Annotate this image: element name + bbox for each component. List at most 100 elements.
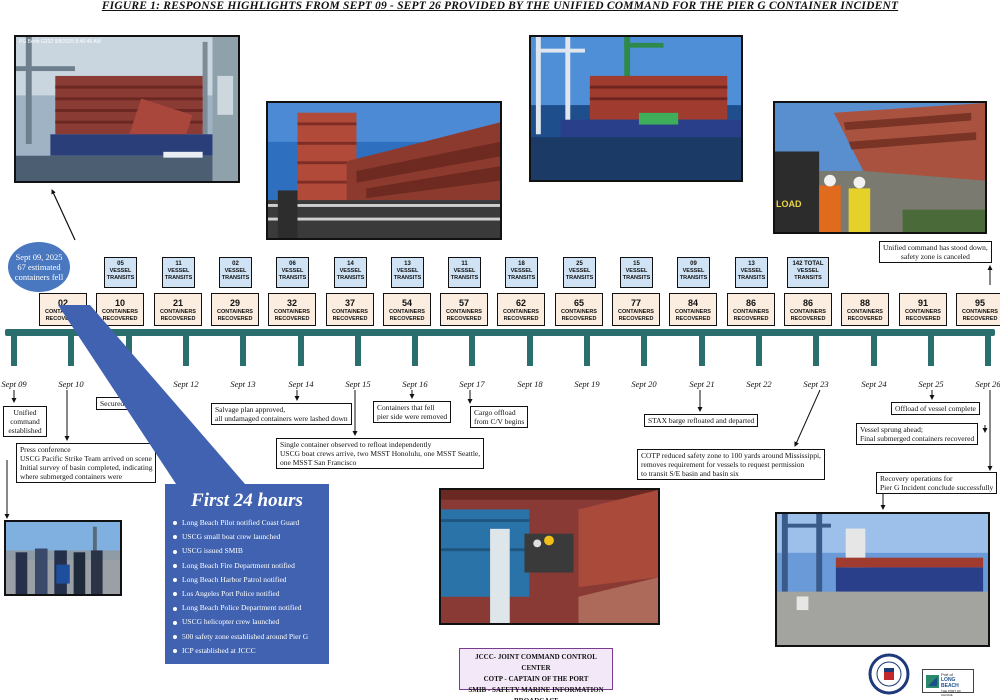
photo-timestamp-overlay: PG Berth G232 9/8/2025 8:46:46 AM — [19, 39, 101, 45]
recovered-count: 62 — [515, 298, 526, 308]
photo-cranes-ship-harbor — [529, 35, 743, 182]
timeline-date-label: Sept 22 — [746, 379, 772, 389]
arrow-to-photo1 — [51, 189, 76, 241]
recovered-label: CONTAINERS RECOVERED — [905, 309, 941, 322]
note-line: COTP reduced safety zone to 100 yards ar… — [641, 451, 821, 460]
note-line: Press conference — [20, 445, 71, 454]
photo-ship-containers-fallen: PG Berth G232 9/8/2025 8:46:46 AM — [14, 35, 240, 183]
note-line: Recovery operations for — [880, 474, 953, 483]
note-line: all undamaged containers were lashed dow… — [215, 414, 348, 423]
note-unified-command-stood-down: Unified command has stood down, safety z… — [879, 241, 992, 263]
circle-line-3: containers fell — [14, 272, 64, 282]
first-24-hours-panel: First 24 hours Long Beach Pilot notified… — [165, 484, 329, 664]
timeline-date-label: Sept 26 — [975, 379, 1000, 389]
note-line: Pier G Incident conclude successfully — [880, 483, 994, 492]
recovered-label: CONTAINERS RECOVERED — [847, 309, 883, 322]
timeline-tick — [412, 336, 418, 366]
list-item: USCG helicopter crew launched — [173, 615, 321, 629]
transits-count: 13 — [748, 261, 755, 267]
timeline-date-label: Sept 17 — [459, 379, 485, 389]
timeline-date-label: Sept 25 — [918, 379, 944, 389]
timeline-date-label: Sept 18 — [517, 379, 543, 389]
transits-label: VESSEL TRANSITS — [221, 268, 250, 281]
timeline-date-label: Sept 13 — [230, 379, 256, 389]
bullet-icon — [173, 578, 177, 583]
photo-tilted-container-stacks — [266, 101, 502, 240]
note-cotp-safety-zone: COTP reduced safety zone to 100 yards ar… — [637, 449, 825, 480]
timeline-tick — [813, 336, 819, 366]
timeline-tick — [183, 336, 189, 366]
note-line: Cargo offload — [474, 408, 516, 417]
transits-count: 06 — [289, 261, 296, 267]
note-line: Offload of vessel complete — [895, 404, 976, 413]
list-item: USCG small boat crew launched — [173, 530, 321, 544]
timeline-date-label: Sept 21 — [689, 379, 715, 389]
logo-text-2: LONG BEACH — [941, 677, 959, 689]
recovered-label: CONTAINERS RECOVERED — [503, 309, 539, 322]
note-line: Final submerged containers recovered — [860, 434, 975, 443]
bullet-icon — [173, 592, 177, 597]
transits-count: 15 — [633, 261, 640, 267]
recovered-count: 86 — [745, 298, 756, 308]
transits-count: 13 — [404, 261, 411, 267]
timeline-date-label: Sept 19 — [574, 379, 600, 389]
note-line: command — [10, 417, 40, 426]
transits-label: VESSEL TRANSITS — [336, 268, 365, 281]
recovered-label: CONTAINERS RECOVERED — [790, 309, 826, 322]
note-diesel-leak: Secured diesel leak — [96, 397, 162, 410]
timeline-tick — [11, 336, 17, 366]
recovered-label: CONTAINERS RECOVERED — [274, 309, 310, 322]
bullet-icon — [173, 649, 177, 654]
transits-count: 25 — [576, 261, 583, 267]
bullet-icon — [173, 634, 177, 639]
timeline-date-label: Sept 10 — [58, 379, 84, 389]
timeline-bar — [5, 329, 995, 336]
recovered-label: CONTAINERS RECOVERED — [332, 309, 368, 322]
transits-count: 11 — [175, 261, 182, 267]
timeline-date-label: Sept 16 — [402, 379, 428, 389]
note-line: Vessel sprung ahead; — [860, 425, 923, 434]
panel-title: First 24 hours — [191, 490, 303, 511]
note-press-conference: Press conference USCG Pacific Strike Tea… — [16, 443, 157, 483]
transits-count: 142 TOTAL — [792, 261, 824, 267]
arrow-sept23 — [794, 389, 821, 447]
photo-container-lift-closeup — [439, 488, 660, 625]
recovered-count: 77 — [630, 298, 641, 308]
note-line: Salvage plan approved, — [215, 405, 286, 414]
timeline-date-label: Sept 12 — [173, 379, 199, 389]
coast-guard-seal-logo — [866, 653, 912, 695]
note-line: to transit S/E basin and basin six — [641, 469, 739, 478]
timeline-tick — [527, 336, 533, 366]
transits-count: 02 — [232, 261, 239, 267]
timeline-date-label: Sept 15 — [345, 379, 371, 389]
timeline-tick — [355, 336, 361, 366]
timeline-tick — [871, 336, 877, 366]
transits-count: 18 — [518, 261, 525, 267]
photo-workers-damaged-container: LOAD — [773, 101, 987, 234]
timeline-date-label: Sept 24 — [861, 379, 887, 389]
recovered-label: CONTAINERS RECOVERED — [675, 309, 711, 322]
logo-text-3: THE PORT OF CHOICE — [941, 689, 962, 697]
list-item-text: Long Beach Fire Department notified — [182, 560, 295, 570]
note-stax-barge: STAX barge refloated and departed — [644, 414, 759, 427]
recovered-count: 29 — [229, 298, 240, 308]
note-offload-complete: Offload of vessel complete — [891, 402, 980, 415]
photo-press-conference — [4, 520, 122, 596]
legend-line: COTP - CAPTAIN OF THE PORT — [483, 675, 589, 683]
